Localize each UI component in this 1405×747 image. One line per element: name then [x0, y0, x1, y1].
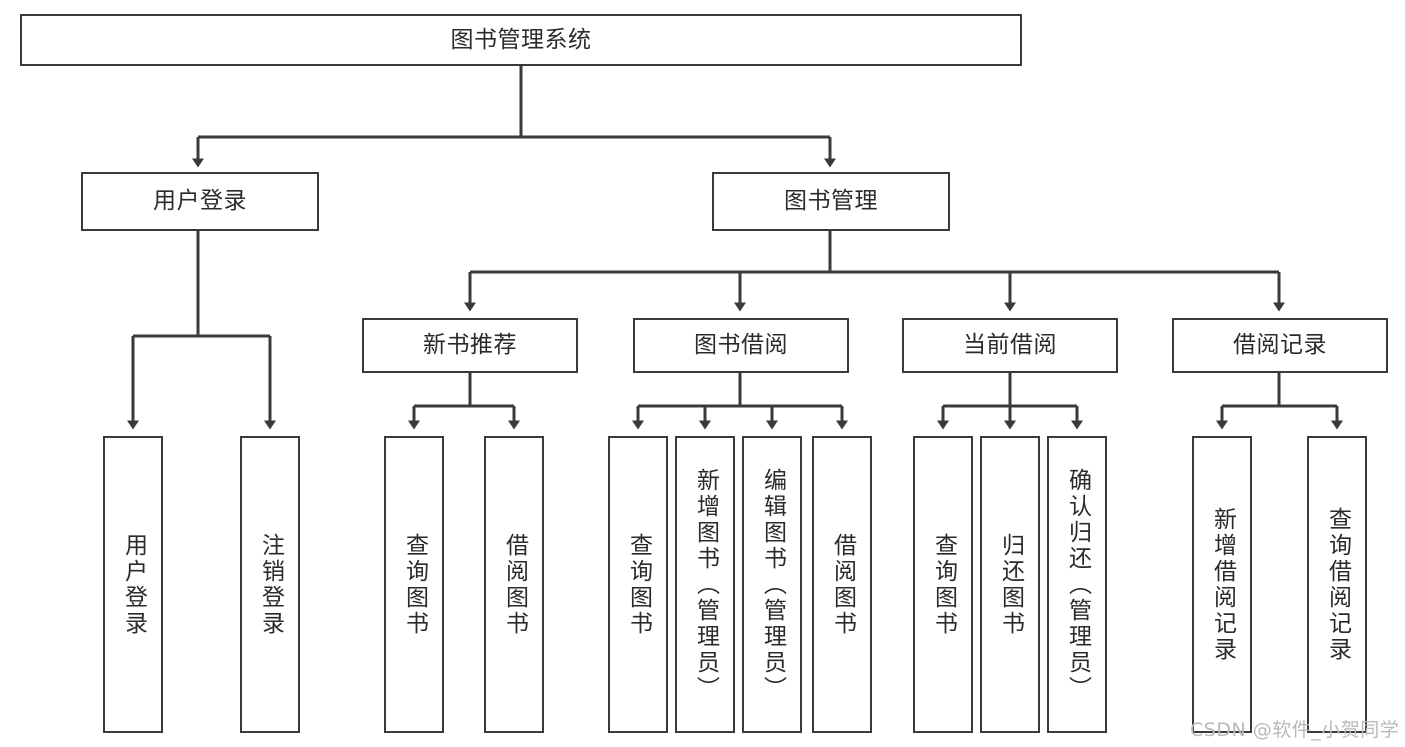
- node-user-login[interactable]: 用户登录: [81, 172, 319, 231]
- node-book-management-label: 图书管理: [784, 188, 878, 215]
- leaf-borrow-book-recommend-label: 借阅图书: [501, 532, 528, 637]
- leaf-user-login[interactable]: 用户登录: [103, 436, 163, 733]
- csdn-watermark: CSDN @软件_小贺同学: [1190, 719, 1400, 741]
- leaf-borrow-book-label: 借阅图书: [829, 532, 856, 637]
- leaf-add-book-label: 新增图书（管理员）: [692, 467, 719, 702]
- leaf-user-login-label: 用户登录: [120, 532, 147, 637]
- leaf-query-book-recommend[interactable]: 查询图书: [384, 436, 444, 733]
- node-borrow-record[interactable]: 借阅记录: [1172, 318, 1388, 373]
- leaf-add-borrow-record[interactable]: 新增借阅记录: [1192, 436, 1252, 733]
- leaf-logout-login[interactable]: 注销登录: [240, 436, 300, 733]
- leaf-borrow-book-recommend[interactable]: 借阅图书: [484, 436, 544, 733]
- leaf-edit-book[interactable]: 编辑图书（管理员）: [742, 436, 802, 733]
- leaf-query-book-current-label: 查询图书: [930, 532, 957, 637]
- node-borrow-record-label: 借阅记录: [1233, 332, 1327, 359]
- leaf-add-borrow-record-label: 新增借阅记录: [1209, 506, 1236, 663]
- node-current-borrow[interactable]: 当前借阅: [902, 318, 1118, 373]
- leaf-add-book[interactable]: 新增图书（管理员）: [675, 436, 735, 733]
- node-book-borrow-label: 图书借阅: [694, 332, 788, 359]
- node-root-label: 图书管理系统: [450, 26, 592, 53]
- leaf-confirm-return-label: 确认归还（管理员）: [1064, 467, 1091, 702]
- node-new-book-recommend[interactable]: 新书推荐: [362, 318, 578, 373]
- node-new-book-recommend-label: 新书推荐: [423, 332, 517, 359]
- node-book-management[interactable]: 图书管理: [712, 172, 950, 231]
- node-current-borrow-label: 当前借阅: [963, 332, 1057, 359]
- leaf-query-borrow-record-label: 查询借阅记录: [1324, 506, 1351, 663]
- leaf-query-book-recommend-label: 查询图书: [401, 532, 428, 637]
- leaf-query-book-current[interactable]: 查询图书: [913, 436, 973, 733]
- node-root[interactable]: 图书管理系统: [20, 14, 1022, 66]
- node-book-borrow[interactable]: 图书借阅: [633, 318, 849, 373]
- leaf-query-book-borrow[interactable]: 查询图书: [608, 436, 668, 733]
- leaf-confirm-return[interactable]: 确认归还（管理员）: [1047, 436, 1107, 733]
- node-user-login-label: 用户登录: [153, 188, 247, 215]
- leaf-return-book-label: 归还图书: [997, 532, 1024, 637]
- leaf-query-book-borrow-label: 查询图书: [625, 532, 652, 637]
- leaf-logout-login-label: 注销登录: [257, 532, 284, 637]
- leaf-edit-book-label: 编辑图书（管理员）: [759, 467, 786, 702]
- leaf-query-borrow-record[interactable]: 查询借阅记录: [1307, 436, 1367, 733]
- leaf-return-book[interactable]: 归还图书: [980, 436, 1040, 733]
- leaf-borrow-book[interactable]: 借阅图书: [812, 436, 872, 733]
